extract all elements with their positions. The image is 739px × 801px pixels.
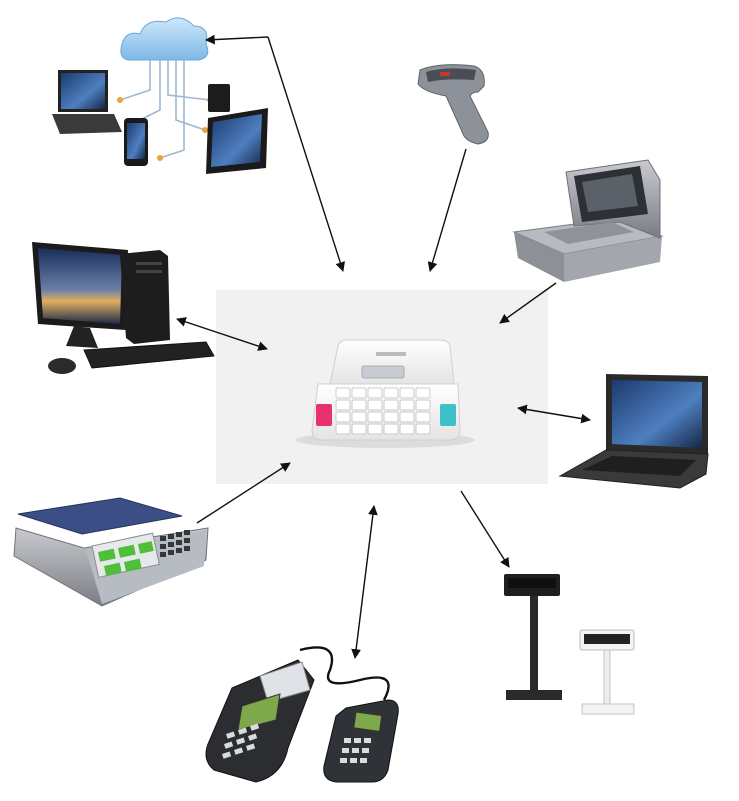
weighing-scale-icon: [13, 497, 209, 607]
arrow-flatbed-scanner: [499, 282, 557, 324]
arrow-barcode-scanner: [427, 148, 467, 272]
flatbed-scanner-icon: [512, 159, 664, 282]
cash-register-icon: [311, 339, 461, 441]
arrow-desktop: [176, 317, 268, 351]
arrow-customer-display: [460, 490, 510, 568]
desktop-computer-icon: [32, 242, 215, 374]
arrow-card-terminal: [351, 505, 378, 659]
cash-register-panel: [216, 290, 548, 484]
arrow-laptop: [517, 404, 591, 424]
connection-arrows: [176, 34, 591, 659]
laptop-icon: [558, 374, 709, 489]
barcode-scanner-icon: [417, 64, 489, 145]
cloud-network-icon: [52, 17, 268, 174]
arrow-cloud-register: [267, 36, 345, 272]
arrow-cloud: [205, 34, 269, 45]
arrow-scale: [196, 462, 291, 524]
customer-display-icon: [504, 574, 635, 715]
card-terminal-icon: [205, 646, 399, 783]
